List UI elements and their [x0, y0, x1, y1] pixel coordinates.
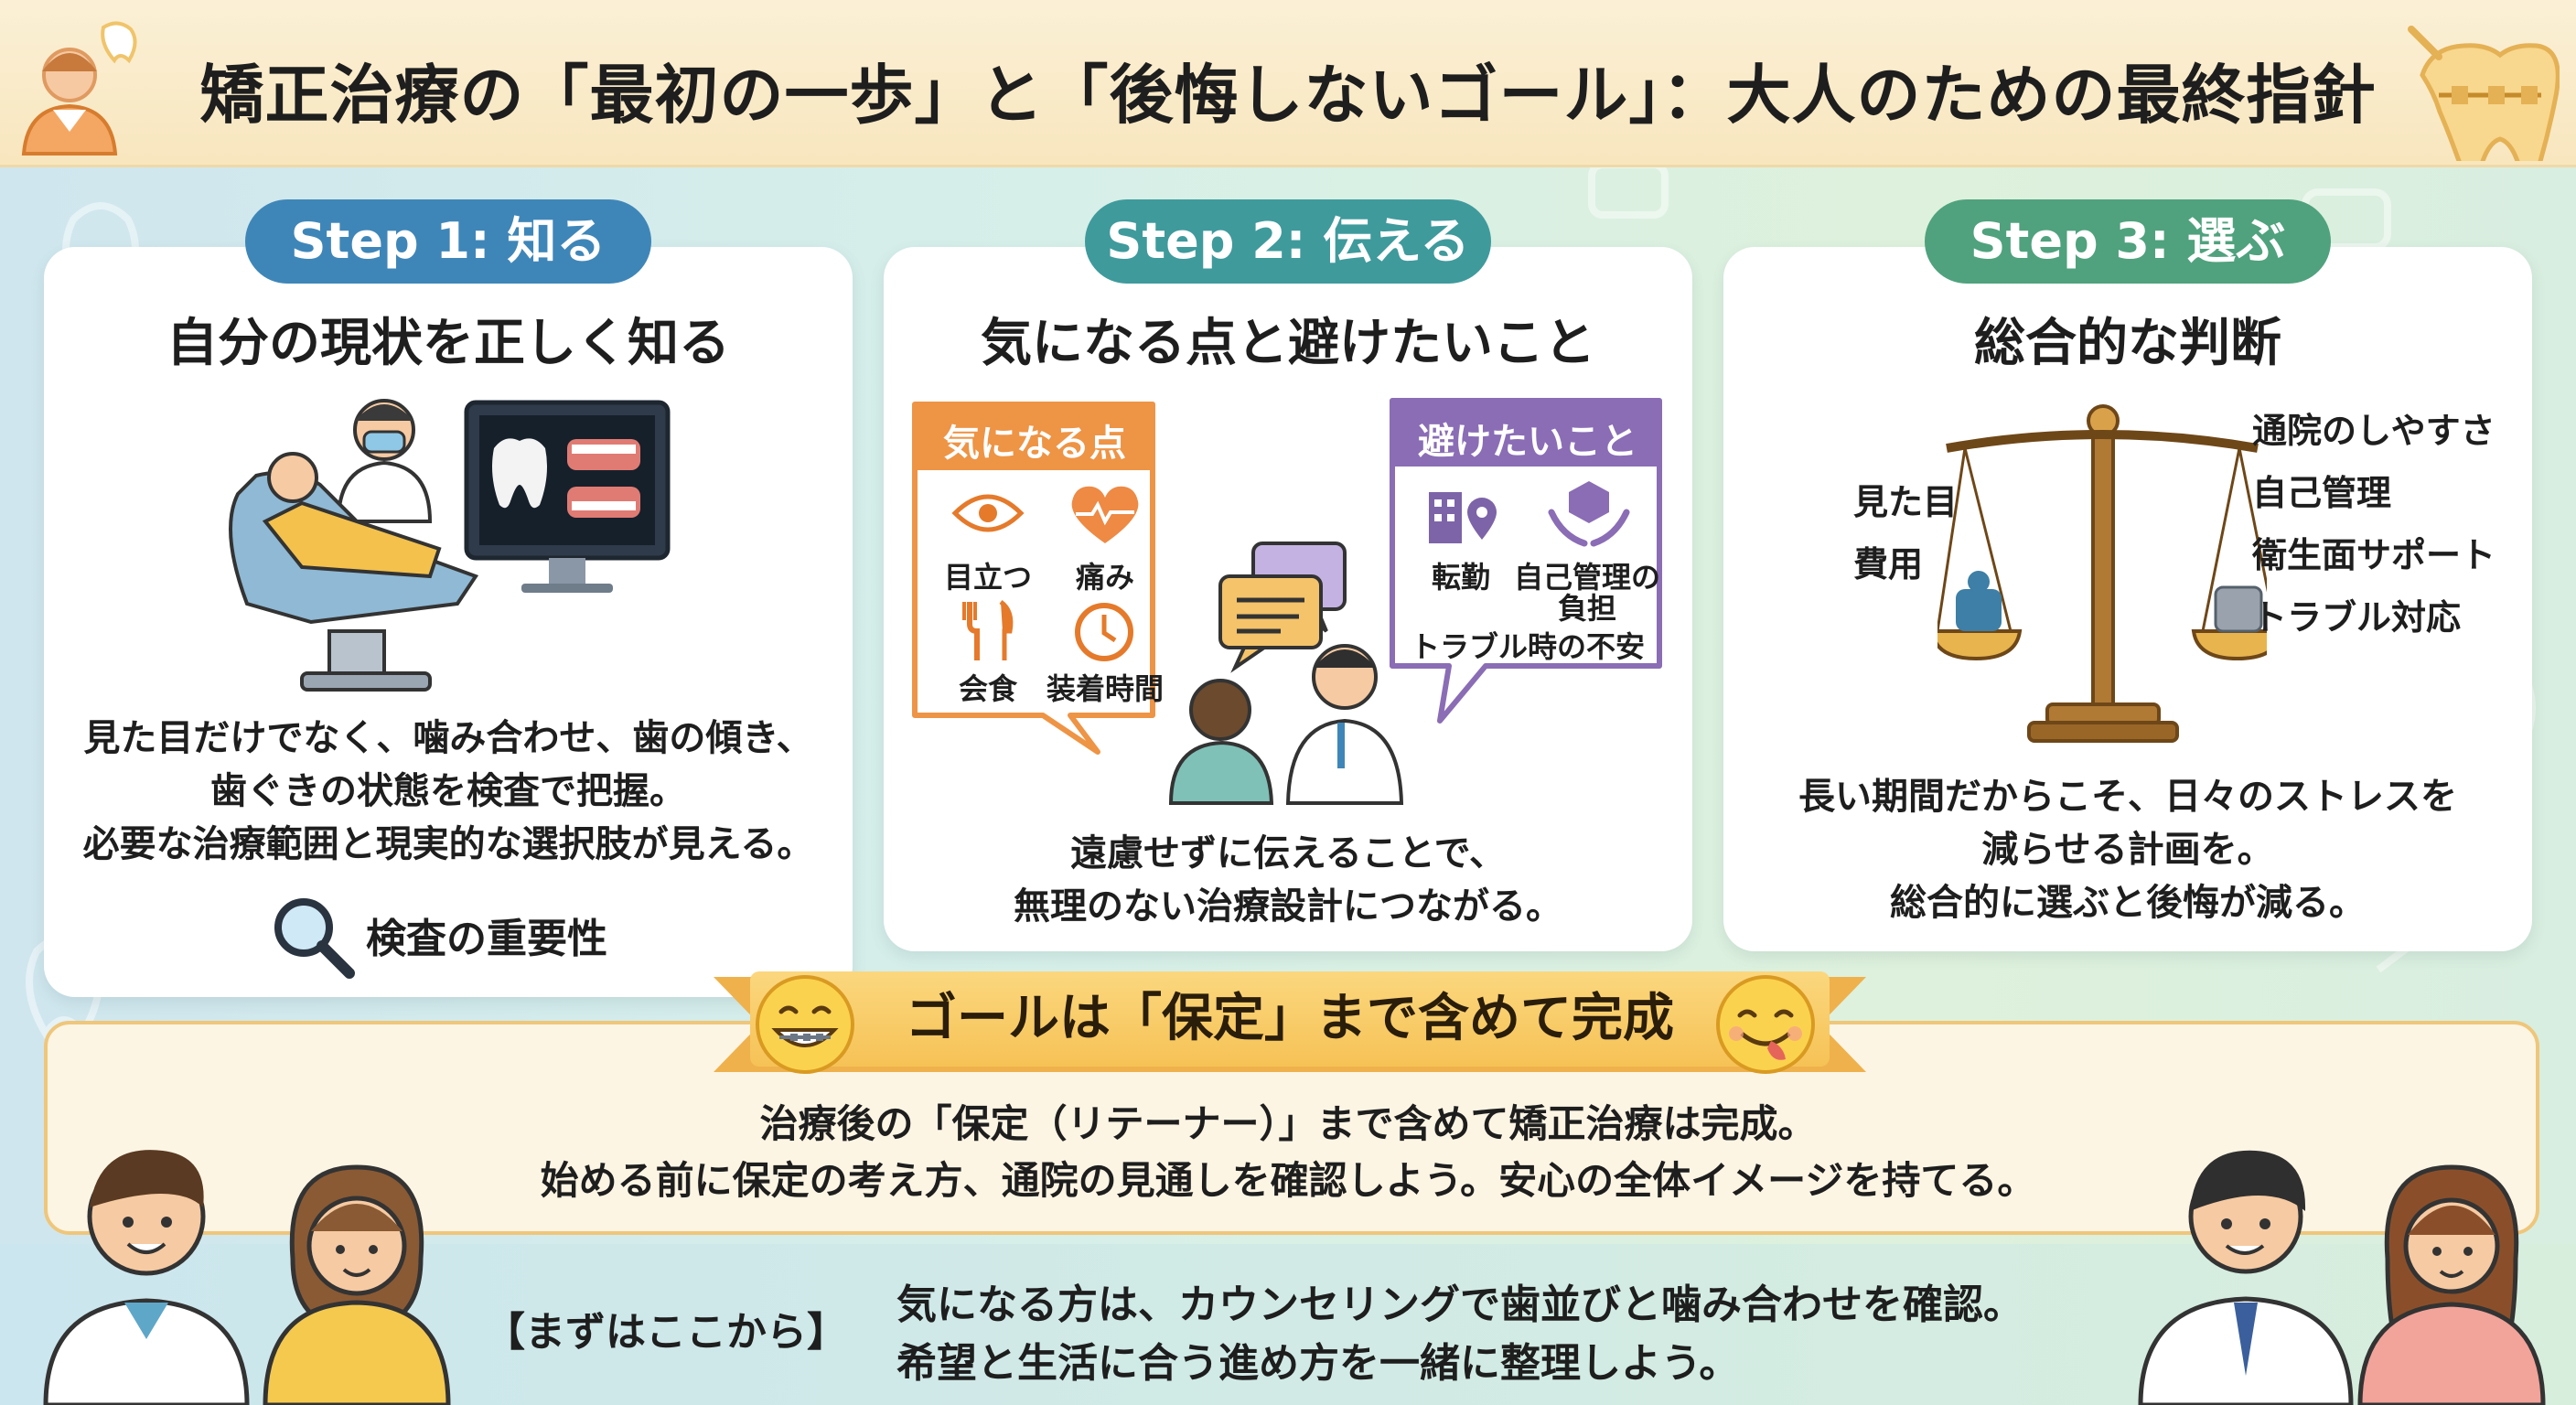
step3-heading: 総合的な判断 [1974, 314, 2281, 373]
step1-heading: 自分の現状を正しく知る [166, 314, 730, 373]
scale-left-appearance: 見た目 [1853, 482, 1959, 522]
clock-icon [1075, 603, 1133, 661]
tooth-braces-icon [2408, 26, 2560, 161]
step3-card [1723, 247, 2532, 951]
concern-dining: 会食 [958, 671, 1017, 706]
scale-right-self-care: 自己管理 [2252, 473, 2392, 513]
step3-pill: Step 3: 選ぶ [1925, 199, 2331, 284]
avoid-transfer: 転勤 [1431, 560, 1490, 595]
goal-line-1: 治療後の「保定（リテーナー）」まで含めて矯正治療は完成。 [759, 1101, 1817, 1146]
avoid-trouble-anxiety: トラブル時の不安 [1410, 629, 1645, 664]
step1-body-line-2: 歯ぐきの状態を検査で把握。 [210, 770, 686, 812]
scale-right-access: 通院のしやすさ [2252, 411, 2496, 451]
avoid-self-management: 自己管理の [1513, 560, 1660, 595]
step1-card [44, 247, 853, 997]
step2-heading: 気になる点と避けたいこと [981, 314, 1595, 373]
step1-pill: Step 1: 知る [245, 199, 651, 284]
dental-chair-illustration [229, 399, 671, 692]
step1-key-point: 検査の重要性 [366, 916, 607, 962]
step3-body-line-2: 減らせる計画を。 [1981, 829, 2274, 871]
magnifying-glass-icon [274, 898, 355, 979]
doctor-character-right [2138, 1150, 2354, 1405]
avoid-title: 避けたいこと [1418, 421, 1637, 463]
woman-character-left [263, 1164, 451, 1405]
step3-body-line-1: 長い期間だからこそ、日々のストレスを [1798, 776, 2457, 818]
woman-character-right [2357, 1164, 2546, 1405]
cta-line-1: 気になる方は、カウンセリングで歯並びと噛み合わせを確認。 [896, 1282, 2023, 1328]
scale-left-cost: 費用 [1853, 544, 1924, 585]
avoid-box [1390, 398, 1662, 724]
balance-scale-icon [1937, 404, 2267, 743]
avoid-burden: 負担 [1557, 591, 1616, 626]
scale-right-trouble: トラブル対応 [2252, 597, 2462, 638]
fork-knife-icon [962, 599, 1014, 660]
step1-body-line-3: 必要な治療範囲と現実的な選択肢が見える。 [82, 823, 814, 865]
consultation-illustration [1168, 542, 1404, 805]
smile-braces-emoji-icon [756, 975, 854, 1074]
concern-wearing-time: 装着時間 [1046, 671, 1164, 706]
concern-conspicuous: 目立つ [943, 560, 1032, 595]
concern-pain: 痛み [1075, 560, 1134, 595]
eye-icon [951, 494, 1025, 532]
hands-box-icon [1548, 481, 1630, 547]
step3-body-line-3: 総合的に選ぶと後悔が減る。 [1890, 882, 2366, 924]
heartbeat-icon [1071, 486, 1139, 543]
step2-pill: Step 2: 伝える [1085, 199, 1491, 284]
goal-banner: ゴールは「保定」まで含めて完成 [750, 971, 1830, 1067]
building-location-icon [1429, 492, 1497, 543]
cta-line-2: 希望と生活に合う進め方を一緒に整理しよう。 [896, 1340, 1740, 1387]
scale-right-hygiene: 衛生面サポート [2252, 535, 2496, 575]
cta-label: 【まずはここから】 [485, 1309, 847, 1356]
dentist-avatar-icon [21, 21, 137, 156]
doctor-character-left [43, 1150, 250, 1405]
step2-body-line-1: 遠慮せずに伝えることで、 [1070, 832, 1506, 874]
header-banner [0, 0, 2576, 167]
page-title: 矯正治療の「最初の一歩」と「後悔しないゴール」：大人のための最終指針 [199, 58, 2377, 133]
concerns-title: 気になる点 [943, 423, 1126, 465]
goal-line-2: 始める前に保定の考え方、通院の見通しを確認しよう。安心の全体イメージを持てる。 [540, 1158, 2036, 1203]
step1-body-line-1: 見た目だけでなく、噛み合わせ、歯の傾き、 [83, 717, 813, 759]
step2-body-line-2: 無理のない治療設計につながる。 [1014, 885, 1562, 928]
concerns-box [912, 402, 1155, 755]
tongue-emoji-icon [1716, 975, 1815, 1074]
